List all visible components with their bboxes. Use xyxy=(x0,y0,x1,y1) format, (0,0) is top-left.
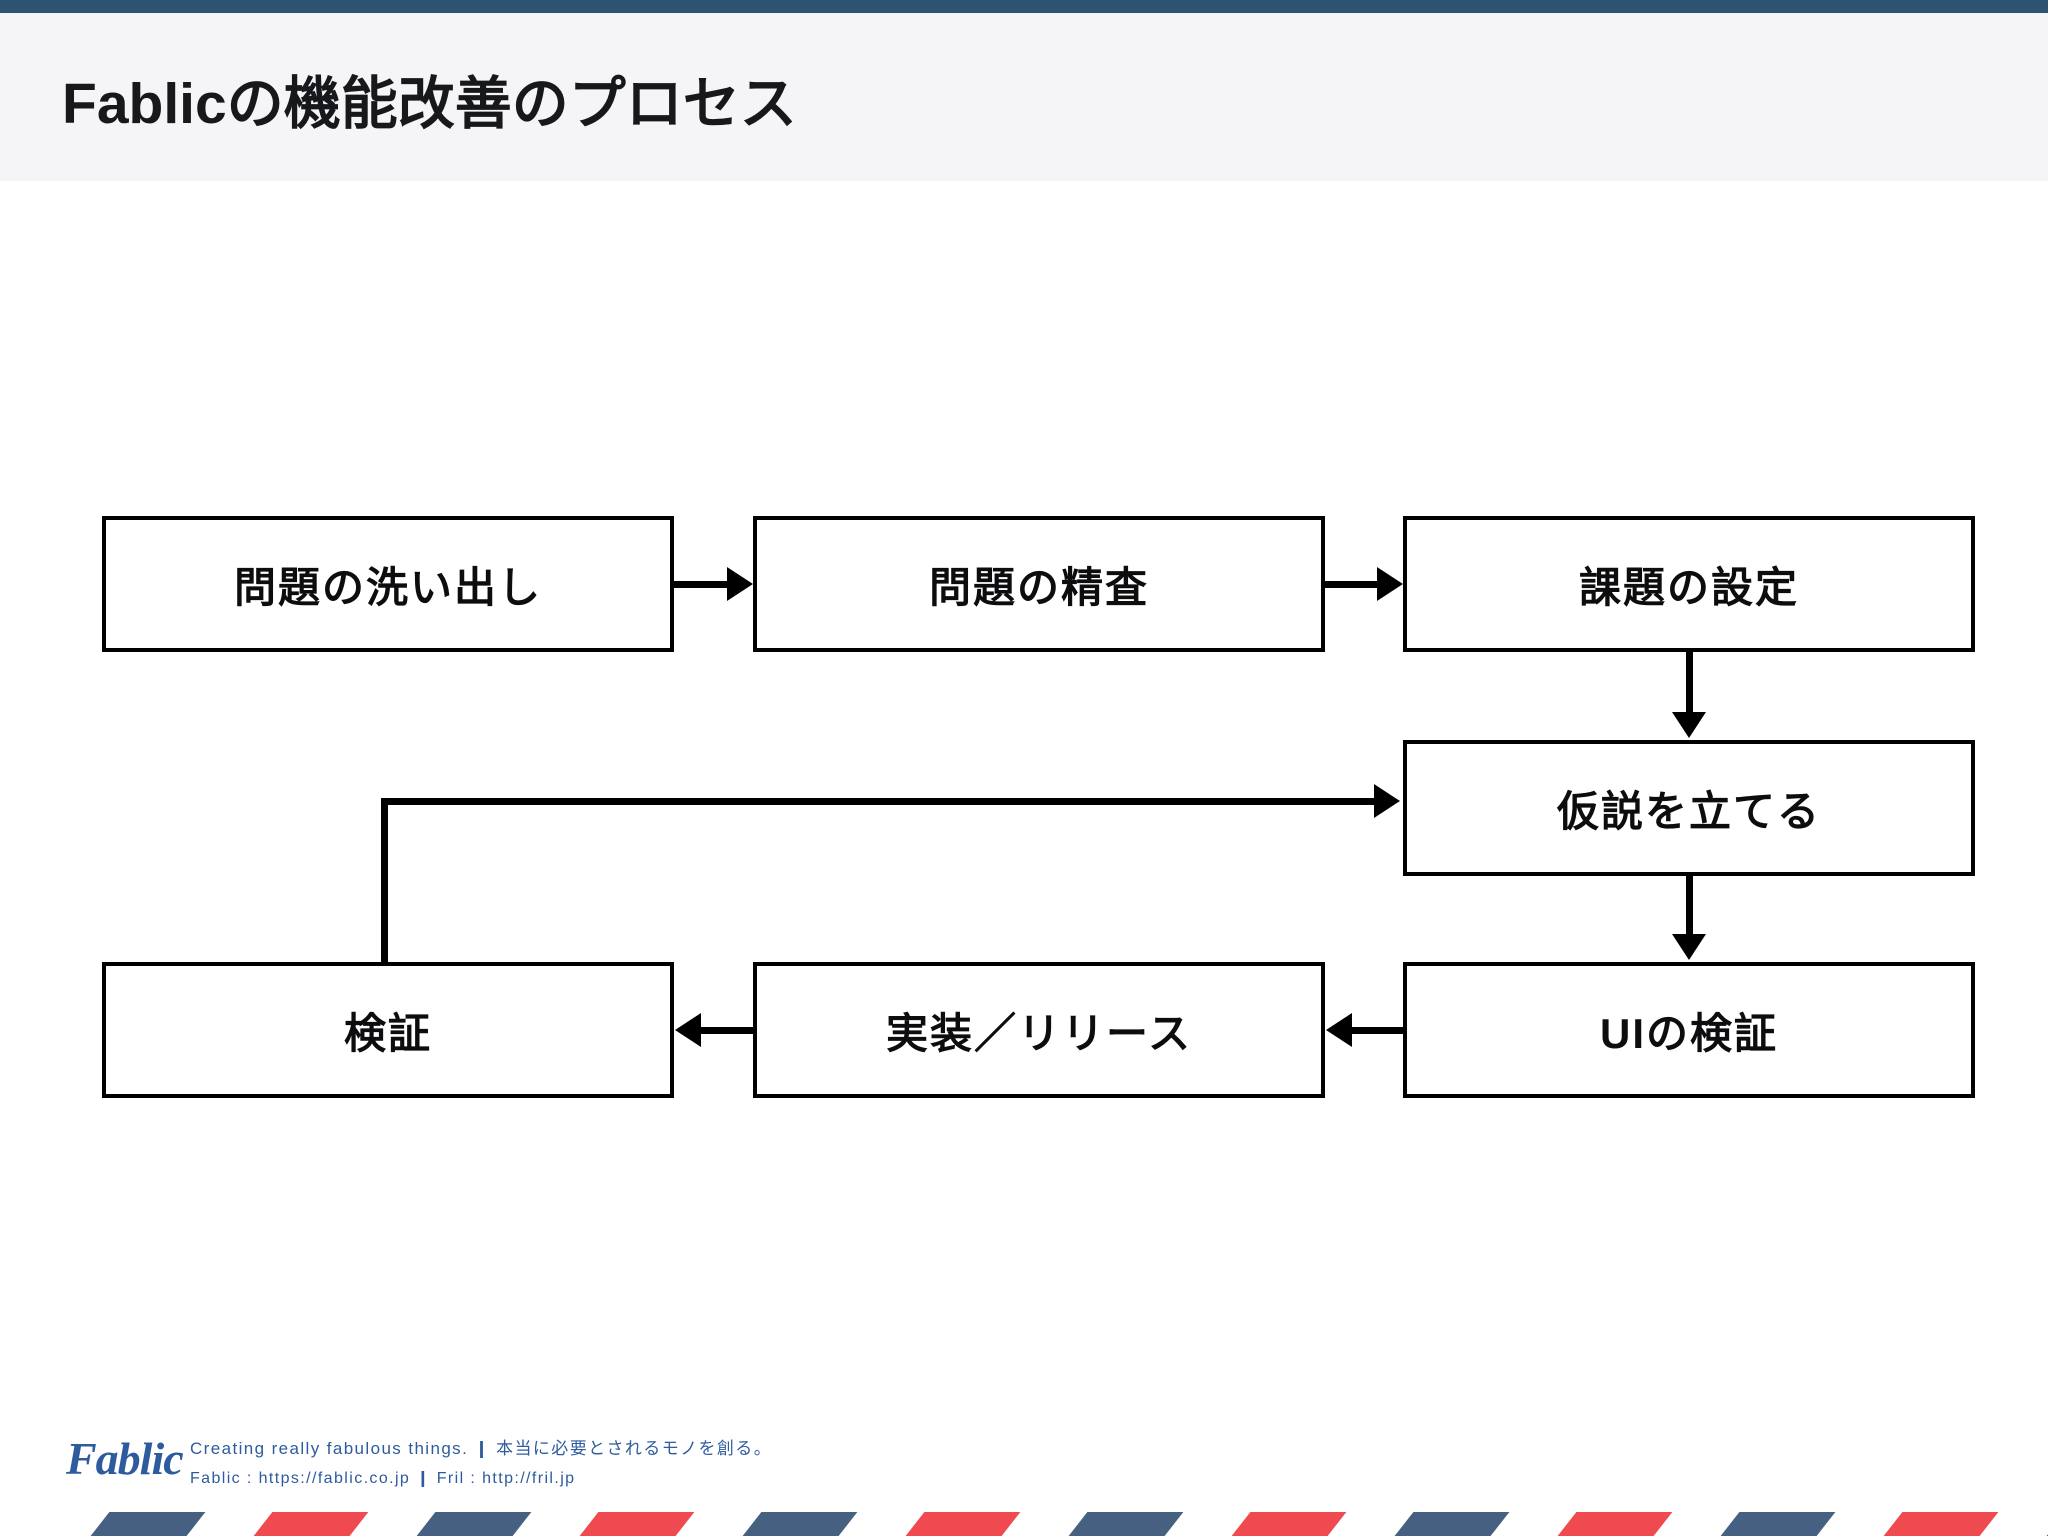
stripe-segment xyxy=(1394,1512,1510,1536)
stripe-segment xyxy=(1720,1512,1836,1536)
flow-node-implement-release[interactable]: 実装／リリース xyxy=(753,962,1325,1098)
footer-tagline: Creating really fabulous things. ❙ 本当に必要… xyxy=(190,1439,773,1458)
flow-node-label: 検証 xyxy=(343,1009,432,1057)
connector-problem-discovery-to-problem-review xyxy=(674,581,738,588)
flow-node-issue-definition[interactable]: 課題の設定 xyxy=(1403,516,1975,652)
stripe-segment xyxy=(1068,1512,1184,1536)
stripe-segment xyxy=(905,1512,1021,1536)
stripe-segment xyxy=(253,1512,369,1536)
stripe-segment xyxy=(579,1512,695,1536)
flow-node-hypothesis[interactable]: 仮説を立てる xyxy=(1403,740,1975,876)
flow-node-verification[interactable]: 検証 xyxy=(102,962,674,1098)
flow-node-label: 実装／リリース xyxy=(886,1009,1192,1057)
flow-node-label: UIの検証 xyxy=(1599,1009,1778,1057)
bottom-stripe-band xyxy=(0,1512,2048,1536)
fablic-logo: Fablic xyxy=(66,1433,184,1484)
flow-node-ui-validation[interactable]: UIの検証 xyxy=(1403,962,1975,1098)
stripe-segment xyxy=(742,1512,858,1536)
stripe-segment xyxy=(1231,1512,1347,1536)
connector-issue-definition-to-hypothesis xyxy=(1686,652,1693,718)
flow-node-problem-review[interactable]: 問題の精査 xyxy=(753,516,1325,652)
arrowhead-right-icon xyxy=(1374,784,1400,818)
stripe-segment xyxy=(90,1512,206,1536)
flow-node-label: 問題の洗い出し xyxy=(233,563,542,611)
arrowhead-left-icon xyxy=(1326,1013,1352,1047)
arrowhead-right-icon xyxy=(727,567,753,601)
top-accent-bar xyxy=(0,0,2048,13)
connector-hypothesis-to-ui-validation xyxy=(1686,876,1693,940)
flow-node-label: 問題の精査 xyxy=(928,563,1149,611)
arrowhead-down-icon xyxy=(1672,934,1706,960)
stripe-segment xyxy=(416,1512,532,1536)
stripe-segment xyxy=(1883,1512,1999,1536)
footer-urls: Fablic : https://fablic.co.jp ❙ Fril : h… xyxy=(190,1470,576,1487)
connector-verification-feedback-vertical xyxy=(381,798,388,966)
connector-verification-feedback-horizontal xyxy=(381,798,1381,805)
page-title: Fablicの機能改善のプロセス xyxy=(62,72,797,136)
slide-header-band xyxy=(0,13,2048,181)
flow-node-label: 仮説を立てる xyxy=(1556,787,1821,835)
flow-node-problem-discovery[interactable]: 問題の洗い出し xyxy=(102,516,674,652)
footer-text-block: Creating really fabulous things. ❙ 本当に必要… xyxy=(190,1434,772,1494)
connector-implement-release-to-verification xyxy=(701,1027,753,1034)
connector-ui-validation-to-implement-release xyxy=(1352,1027,1403,1034)
flow-node-label: 課題の設定 xyxy=(1578,563,1799,611)
stripe-segment xyxy=(1557,1512,1673,1536)
connector-problem-review-to-issue-definition xyxy=(1325,581,1389,588)
arrowhead-left-icon xyxy=(675,1013,701,1047)
arrowhead-right-icon xyxy=(1377,567,1403,601)
arrowhead-down-icon xyxy=(1672,712,1706,738)
slide-footer: Fablic Creating really fabulous things. … xyxy=(0,1420,2048,1506)
